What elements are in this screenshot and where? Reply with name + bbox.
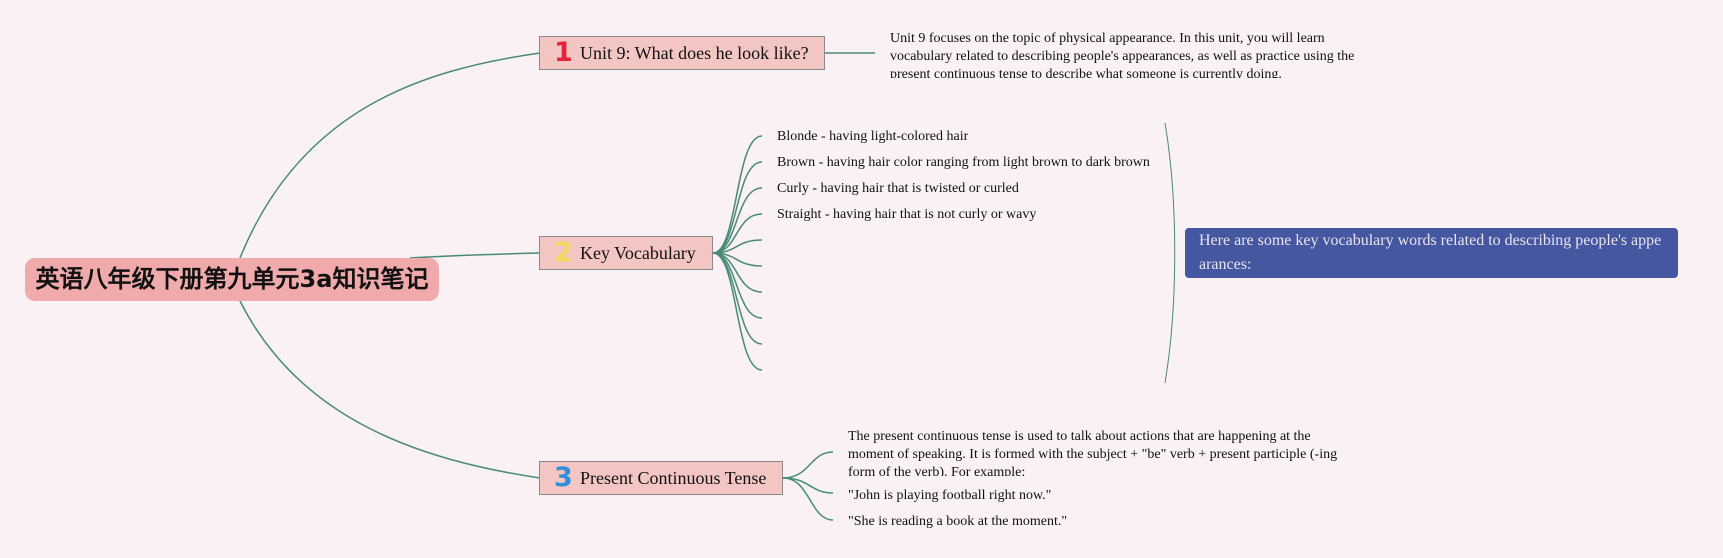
unit-9-description: Unit 9 focuses on the topic of physical … — [890, 31, 1355, 78]
connector-root-topic-1 — [239, 52, 541, 259]
connector-root-topic-3 — [239, 300, 541, 479]
vocab-item-curly: Curly - having hair that is twisted or c… — [777, 181, 1019, 196]
vocab-item-straight: Straight - having hair that is not curly… — [777, 207, 1037, 222]
topic-label: Present Continuous Tense — [580, 468, 767, 488]
connector-vocab-2 — [712, 161, 763, 254]
root-topic[interactable]: 英语八年级下册第九单元3a知识笔记 — [25, 258, 439, 301]
number-2-icon: 2 — [554, 237, 573, 268]
connector-tense-desc — [782, 451, 834, 479]
connector-tense-example-2 — [782, 477, 834, 521]
summary-bracket — [1164, 122, 1176, 384]
number-1-icon: 1 — [554, 37, 573, 68]
number-3-icon: 3 — [554, 462, 573, 493]
connector-tense-example-1 — [782, 477, 834, 494]
connector-vocab-9 — [712, 252, 763, 345]
connector-vocab-3 — [712, 187, 763, 254]
topic-unit-9[interactable]: 1 Unit 9: What does he look like? — [539, 36, 825, 70]
example-sentence-2: "She is reading a book at the moment." — [848, 514, 1068, 529]
connector-vocab-1 — [712, 135, 763, 254]
vocabulary-summary-note[interactable]: Here are some key vocabulary words relat… — [1185, 228, 1678, 278]
example-sentence-1: "John is playing football right now." — [848, 488, 1052, 503]
topic-label: Unit 9: What does he look like? — [580, 43, 809, 63]
vocab-item-blonde: Blonde - having light-colored hair — [777, 129, 969, 144]
topic-present-continuous[interactable]: 3 Present Continuous Tense — [539, 461, 783, 495]
connector-vocab-10 — [712, 252, 763, 371]
topic-label: Key Vocabulary — [580, 243, 696, 263]
connector-root-topic-2 — [409, 252, 541, 259]
present-continuous-description: The present continuous tense is used to … — [848, 429, 1338, 476]
vocab-item-brown: Brown - having hair color ranging from l… — [777, 155, 1150, 170]
connector-vocab-8 — [712, 252, 763, 319]
topic-key-vocabulary[interactable]: 2 Key Vocabulary — [539, 236, 713, 270]
